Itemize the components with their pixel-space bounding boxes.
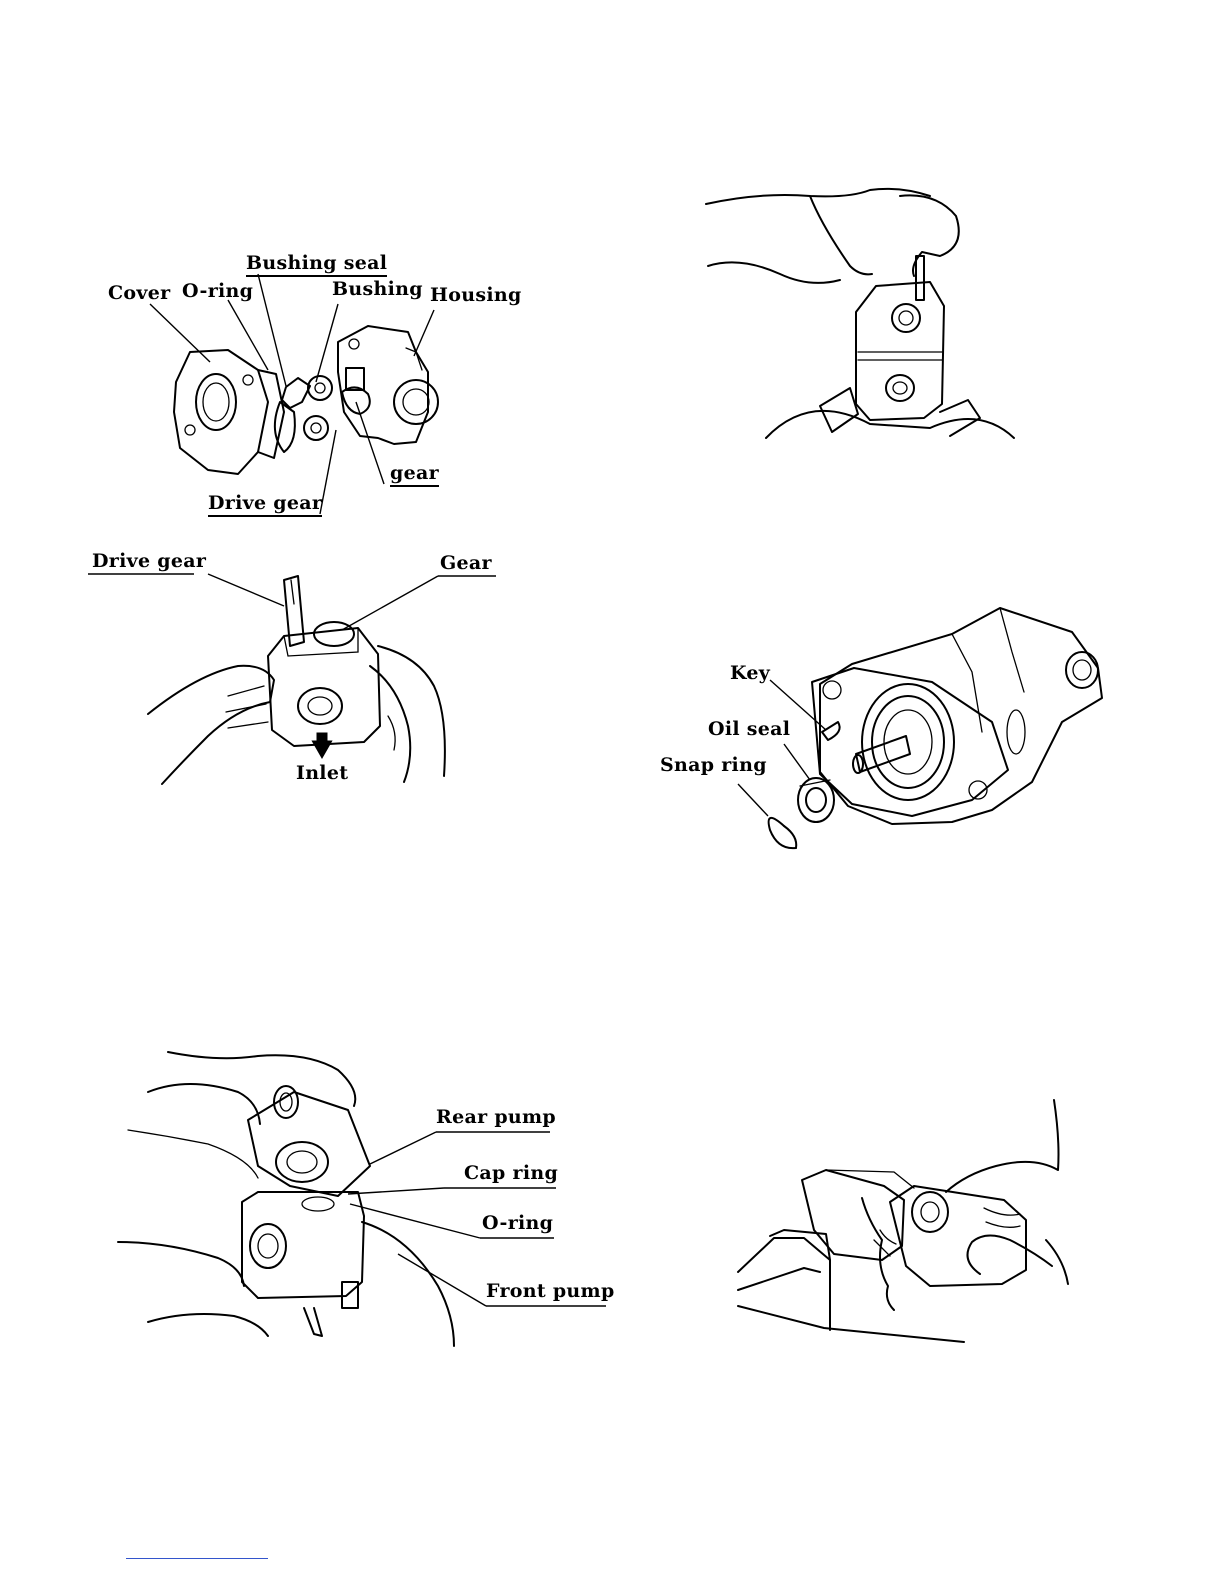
label-cap-ring: Cap ring [464,1164,558,1183]
label-bushing: Bushing [332,280,423,299]
label-housing: Housing [430,286,522,305]
label-snap-ring: Snap ring [660,756,767,775]
label-drive-gear: Drive gear [208,494,322,517]
label-gear-2: Gear [440,554,492,573]
vise-mount-drawing [734,1090,1080,1350]
footer-rule [126,1558,268,1559]
bolt-tightening-drawing [700,156,1030,456]
tandem-assembly-drawing [108,1046,614,1356]
label-cover: Cover [108,284,170,303]
shaft-seal-figure: Key Oil seal Snap ring [652,572,1118,854]
label-o-ring-2: O-ring [482,1214,553,1233]
tandem-assembly-figure: Rear pump Cap ring O-ring Front pump [108,1046,614,1356]
label-oil-seal: Oil seal [708,720,790,739]
label-gear: gear [390,464,439,487]
label-key: Key [730,664,770,683]
label-o-ring: O-ring [182,282,253,301]
label-front-pump: Front pump [486,1282,615,1301]
label-inlet: Inlet [296,764,348,783]
gear-install-drawing [88,546,498,790]
label-bushing-seal: Bushing seal [246,254,387,277]
exploded-view-figure: Bushing seal Cover O-ring Bushing Housin… [98,252,538,522]
label-rear-pump: Rear pump [436,1108,556,1127]
label-drive-gear-2: Drive gear [92,552,206,571]
vise-mount-figure [734,1090,1080,1350]
gear-install-figure: Drive gear Gear Inlet [88,546,498,790]
bolt-tightening-figure [700,156,1030,456]
shaft-seal-drawing [652,572,1118,854]
